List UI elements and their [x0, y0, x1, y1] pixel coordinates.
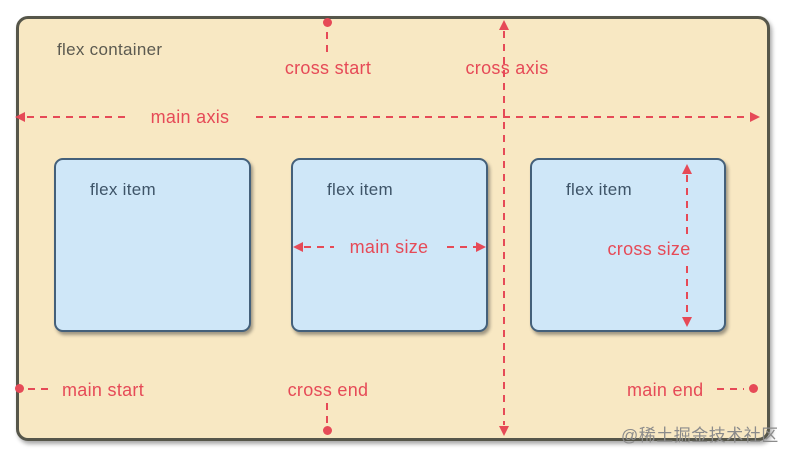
cross-start-line	[326, 32, 328, 56]
cross-end-label: cross end	[287, 380, 369, 400]
main-start-label: main start	[62, 380, 145, 400]
main-end-dot-icon	[749, 384, 758, 393]
main-axis-line-left-segment	[27, 116, 128, 118]
main-size-right-arrow-icon	[476, 242, 486, 252]
cross-size-up-arrow-icon	[682, 164, 692, 174]
main-axis-right-arrow-icon	[750, 112, 760, 122]
cross-end-line	[326, 403, 328, 424]
flex-item-3-label: flex item	[566, 180, 632, 199]
cross-axis-up-arrow-icon	[499, 20, 509, 30]
main-size-left-arrow-icon	[293, 242, 303, 252]
main-size-label: main size	[334, 237, 444, 258]
flex-item-1-label: flex item	[90, 180, 156, 199]
main-end-line	[717, 388, 744, 390]
flex-container-label: flex container	[57, 40, 163, 59]
main-start-dot-icon	[15, 384, 24, 393]
cross-axis-down-arrow-icon	[499, 426, 509, 436]
cross-size-down-arrow-icon	[682, 317, 692, 327]
cross-axis-label: cross axis	[465, 58, 549, 78]
flex-item-2-label: flex item	[327, 180, 393, 199]
main-axis-line-right-segment	[256, 116, 749, 118]
main-end-label: main end	[627, 380, 704, 400]
main-axis-label: main axis	[150, 107, 230, 127]
main-start-line	[28, 388, 53, 390]
cross-end-dot-icon	[323, 426, 332, 435]
watermark-text: @稀土掘金技术社区	[621, 426, 779, 445]
cross-start-dot-icon	[323, 18, 332, 27]
cross-size-label: cross size	[597, 239, 701, 260]
main-axis-left-arrow-icon	[15, 112, 25, 122]
cross-axis-line	[503, 31, 505, 425]
flex-item-1: flex item	[54, 158, 251, 332]
cross-start-label: cross start	[284, 58, 372, 78]
